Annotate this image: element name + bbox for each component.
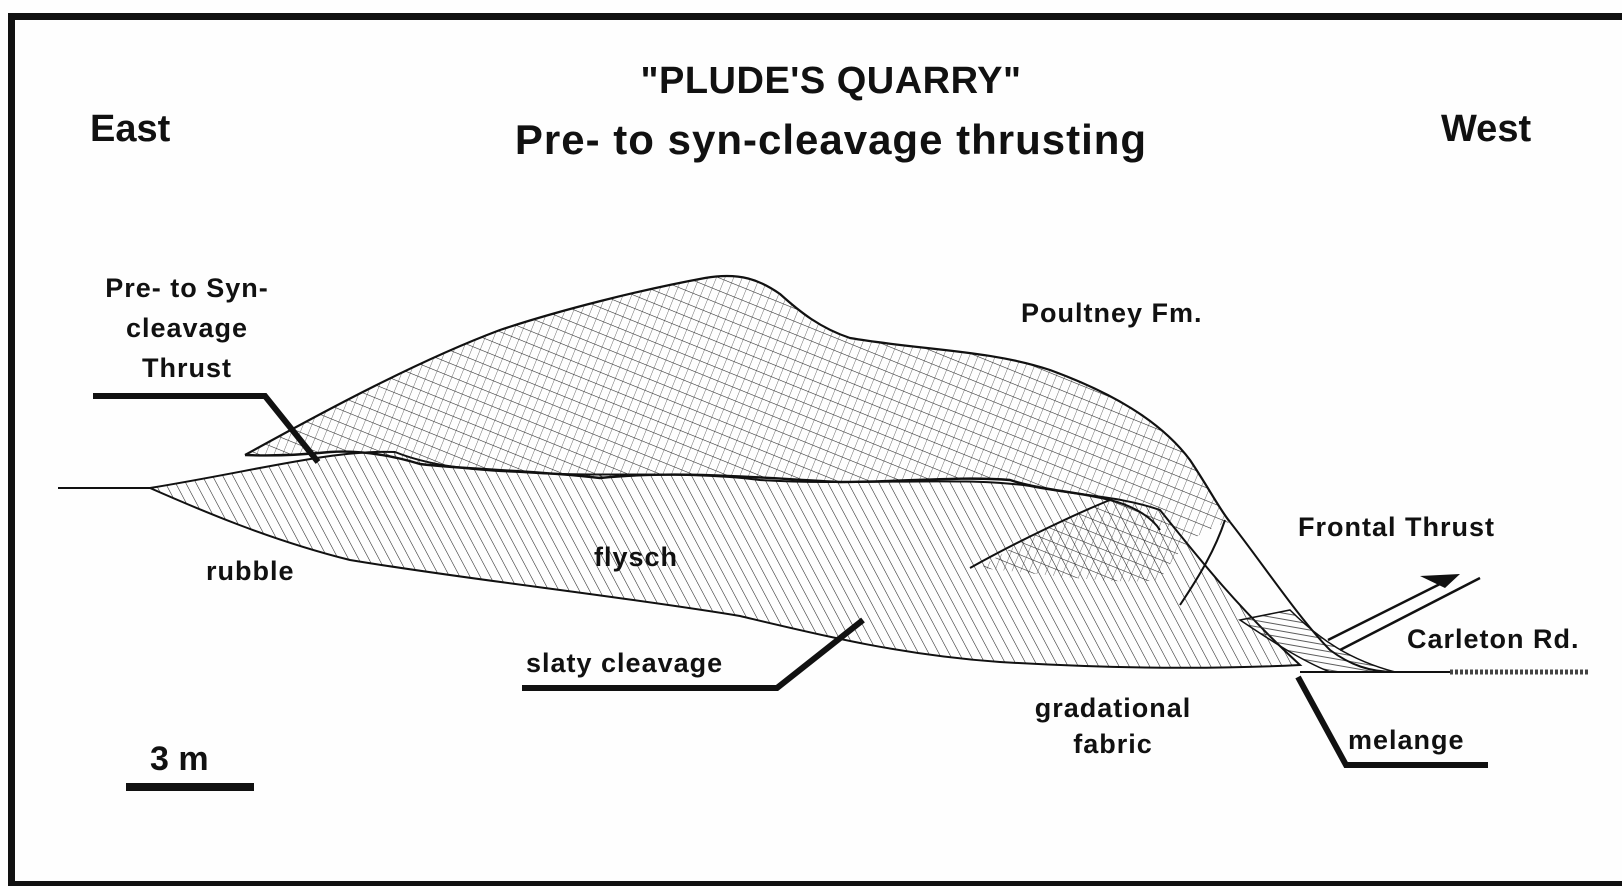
figure-subtitle: Pre- to syn-cleavage thrusting — [0, 116, 1622, 164]
gradational-label-line2: fabric — [1018, 726, 1208, 762]
flysch-label: flysch — [594, 542, 678, 573]
direction-west-label: West — [1441, 108, 1531, 151]
scale-bar-label: 3 m — [150, 740, 209, 779]
thrust-label: Pre- to Syn- cleavage Thrust — [82, 268, 292, 388]
figure-title: "PLUDE'S QUARRY" — [0, 60, 1622, 103]
gradational-fabric-label: gradational fabric — [1018, 690, 1208, 762]
scale-bar — [126, 783, 254, 791]
gradational-label-line1: gradational — [1018, 690, 1208, 726]
direction-east-label: East — [90, 108, 170, 151]
melange-label: melange — [1348, 725, 1465, 756]
poultney-label: Poultney Fm. — [1021, 298, 1203, 329]
thrust-label-line1: Pre- to Syn- — [82, 268, 292, 308]
slaty-cleavage-label: slaty cleavage — [526, 648, 723, 679]
frontal-thrust-label: Frontal Thrust — [1298, 512, 1495, 543]
thrust-label-line2: cleavage — [82, 308, 292, 348]
carleton-road-label: Carleton Rd. — [1407, 624, 1580, 655]
thrust-label-line3: Thrust — [82, 348, 292, 388]
rubble-label: rubble — [206, 556, 295, 587]
